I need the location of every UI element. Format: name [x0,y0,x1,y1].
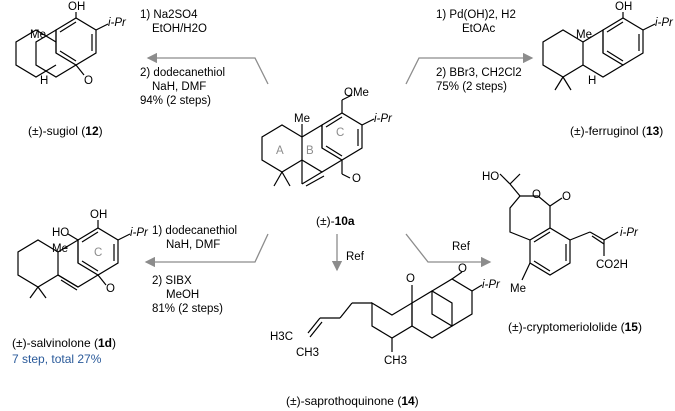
saprothoquinone-o2: O [458,263,467,275]
structure-saprothoquinone [307,271,483,352]
sugiol-ipr: i-Pr [108,17,126,29]
sugiol-step1-line1: 1) Na2SO4 [140,9,198,21]
reaction-arrows [144,52,534,272]
saprothoquinone-ipr: i-Pr [482,279,500,291]
cryptomeriololide-ipr: i-Pr [620,227,638,239]
ferruginol-step2-line1: 2) BBr3, CH2Cl2 [436,67,522,79]
sugiol-h: H [40,75,49,87]
salvinolone-step2-line1: 2) SIBX [152,275,192,287]
saprothoquinone-label: (±)-saprothoquinone (14) [286,394,419,408]
sugiol-oh: OH [68,1,86,13]
sugiol-step2-line1: 2) dodecanethiol [140,67,226,79]
center-me: Me [294,113,310,125]
ferruginol-me: Me [576,29,592,41]
structure-sugiol [15,12,109,78]
salvinolone-me: Me [52,243,68,255]
salvinolone-step1-line2: NaH, DMF [166,239,221,251]
ferruginol-ipr: i-Pr [655,17,673,29]
center-ome: OMe [344,87,369,99]
sugiol-label: (±)-sugiol (12) [28,124,103,138]
cryptomeriololide-carbonyl-o: O [562,191,571,203]
sugiol-step1-line2: EtOH/H2O [152,23,207,35]
center-ipr: i-Pr [374,113,392,125]
structure-ferruginol [542,12,656,91]
center-carbonyl-o: O [352,173,361,185]
structure-salvinolone [17,220,131,299]
ferruginol-label: (±)-ferruginol (13) [570,124,664,138]
salvinolone-ring-c: C [94,247,103,259]
arrow-to-sugiol [146,52,269,85]
ring-b-label: B [306,145,314,157]
ferruginol-step1-line1: 1) Pd(OH)2, H2 [436,9,516,21]
ferruginol-step2-line2: 75% (2 steps) [436,81,507,93]
sugiol-carbonyl-o: O [84,75,93,87]
saprothoquinone-ref: Ref [346,251,364,263]
ferruginol-h: H [588,75,597,87]
structure-10a [261,94,375,187]
saprothoquinone-ch3-ring: CH3 [384,355,408,367]
sugiol-step2-line2: NaH, DMF [152,81,207,93]
compound-10a-label: (±)-10a [316,214,355,228]
salvinolone-label: (±)-salvinolone (1d) [12,336,116,350]
arrow-to-ferruginol [405,52,534,85]
ring-a-label: A [276,145,284,157]
cryptomeriololide-me: Me [510,283,526,295]
cryptomeriololide-ref: Ref [452,241,470,253]
cryptomeriololide-ho: HO [482,171,500,183]
salvinolone-step2-line3: 81% (2 steps) [152,303,223,315]
structure-cryptomeriololide [499,173,619,281]
cryptomeriololide-ring-o: O [532,189,541,201]
salvinolone-oh: OH [90,209,108,221]
sugiol-me: Me [30,29,46,41]
ring-c-label: C [336,127,345,139]
ferruginol-step1-line2: EtOAc [462,23,496,35]
arrow-to-cryptomeriololide [405,233,492,268]
cryptomeriololide-co2h: CO2H [596,259,628,271]
saprothoquinone-o1: O [406,273,415,285]
salvinolone-ipr: i-Pr [130,227,148,239]
sugiol-step2-line3: 94% (2 steps) [140,95,211,107]
salvinolone-yield-note: 7 step, total 27% [12,352,102,366]
ferruginol-oh: OH [615,1,633,13]
salvinolone-ho: HO [52,227,70,239]
cryptomeriololide-label: (±)-cryptomeriololide (15) [508,320,642,334]
arrow-to-salvinolone [144,233,269,268]
saprothoquinone-h3c: H3C [270,331,294,343]
salvinolone-carbonyl-o: O [106,283,115,295]
saprothoquinone-ch3-chain: CH3 [296,347,320,359]
salvinolone-step1-line1: 1) dodecanethiol [152,225,238,237]
salvinolone-step2-line2: MeOH [166,289,200,301]
